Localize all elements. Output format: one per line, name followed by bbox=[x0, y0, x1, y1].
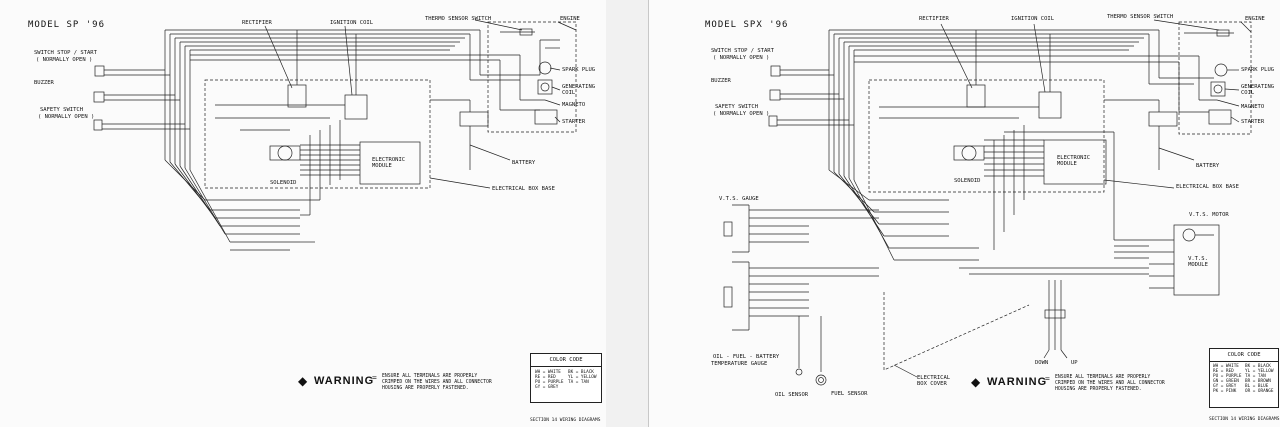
starter-label: STARTER bbox=[1241, 119, 1265, 125]
spark-plug-label: SPARK PLUG bbox=[562, 67, 596, 73]
color-code-entry: BL = BLUE bbox=[1245, 384, 1269, 389]
oil-sensor-label: OIL SENSOR bbox=[775, 392, 809, 398]
electrical-box-base-label: ELECTRICAL BOX BASE bbox=[492, 186, 555, 192]
warning-diamond-icon: ◆ bbox=[298, 374, 308, 388]
vts-module-label: V.T.S. MODULE bbox=[1188, 256, 1208, 268]
fuel-sensor-label: FUEL SENSOR bbox=[831, 391, 868, 397]
electrical-box-base-outline bbox=[204, 79, 431, 189]
page-right: MODEL SPX '96 RECTIFIER IGNITION COIL TH… bbox=[648, 0, 1280, 427]
warning-heading: WARNING bbox=[314, 375, 375, 387]
diagram-title: MODEL SP '96 bbox=[28, 20, 106, 30]
page-footer: SECTION 14 WIRING DIAGRAMS bbox=[530, 418, 601, 423]
color-code-entry: WH = WHITE bbox=[535, 370, 561, 375]
page-left: MODEL SP '96 RECTIFIER IGNITION COIL THE… bbox=[0, 0, 607, 427]
color-code-box: COLOR CODE WH = WHITE RE = RED PU = PURP… bbox=[1209, 348, 1279, 408]
wiring-diagram-spx bbox=[723, 19, 1252, 386]
vts-motor-label: V.T.S. MOTOR bbox=[1189, 212, 1229, 218]
temperature-gauge-label: TEMPERATURE GAUGE bbox=[711, 361, 768, 367]
warning-equals: = bbox=[1045, 374, 1050, 383]
normally-open-label-1: ( NORMALLY OPEN ) bbox=[36, 57, 93, 63]
color-code-entry: OR = ORANGE bbox=[1245, 389, 1274, 394]
warning-line-1: ENSURE ALL TERMINALS ARE PROPERLY bbox=[1055, 375, 1151, 380]
color-code-entry: TA = TAN bbox=[1245, 374, 1266, 379]
color-code-entry: BK = BLACK bbox=[568, 370, 594, 375]
electrical-box-base-outline bbox=[868, 79, 1105, 193]
color-code-entry: YL = YELLOW bbox=[568, 375, 597, 380]
magneto-label: MAGNETO bbox=[562, 102, 586, 108]
generating-coil-label: GENERATING COIL bbox=[562, 84, 596, 96]
color-code-entry: GY = GREY bbox=[1213, 384, 1237, 389]
color-code-title: COLOR CODE bbox=[1210, 349, 1278, 362]
oil-fuel-battery-label: OIL - FUEL - BATTERY bbox=[713, 354, 780, 360]
engine-outline bbox=[487, 21, 577, 133]
electrical-box-cover-outline bbox=[883, 292, 1030, 371]
color-code-entry: BR = BROWN bbox=[1245, 379, 1271, 384]
diagram-title: MODEL SPX '96 bbox=[705, 20, 789, 30]
thermo-sensor-switch-label: THERMO SENSOR SWITCH bbox=[1107, 14, 1174, 20]
down-label: DOWN bbox=[1035, 360, 1049, 366]
magneto-label: MAGNETO bbox=[1241, 104, 1265, 110]
buzzer-label: BUZZER bbox=[711, 78, 731, 84]
engine-label: ENGINE bbox=[560, 16, 580, 22]
color-code-entry: RE = RED bbox=[535, 375, 556, 380]
color-code-box: COLOR CODE WH = WHITE RE = RED PU = PURP… bbox=[530, 353, 602, 403]
warning-line-2: CRIMPED ON THE WIRES AND ALL CONNECTOR bbox=[1055, 381, 1165, 386]
page-footer: SECTION 14 WIRING DIAGRAMS bbox=[1209, 417, 1280, 422]
spark-plug-label: SPARK PLUG bbox=[1241, 67, 1275, 73]
electronic-module-label: ELECTRONIC MODULE bbox=[1057, 155, 1091, 167]
battery-label: BATTERY bbox=[1196, 163, 1220, 169]
normally-open-label-2: ( NORMALLY OPEN ) bbox=[38, 114, 95, 120]
warning-line-3: HOUSING ARE PROPERLY FASTENED. bbox=[382, 386, 469, 391]
ignition-coil-label: IGNITION COIL bbox=[1011, 16, 1055, 22]
electrical-box-cover-label: ELECTRICAL BOX COVER bbox=[917, 375, 951, 387]
warning-heading: WARNING bbox=[987, 376, 1048, 388]
color-code-entry: GN = GREEN bbox=[1213, 379, 1239, 384]
page-gutter bbox=[606, 0, 648, 427]
solenoid-label: SOLENOID bbox=[954, 178, 981, 184]
color-code-entry: PU = PURPLE bbox=[1213, 374, 1242, 379]
color-code-entry: PU = PURPLE bbox=[535, 380, 564, 385]
vts-gauge-label: V.T.S. GAUGE bbox=[719, 196, 759, 202]
color-code-title: COLOR CODE bbox=[531, 354, 601, 367]
up-label: UP bbox=[1071, 360, 1078, 366]
engine-label: ENGINE bbox=[1245, 16, 1265, 22]
rectifier-label: RECTIFIER bbox=[919, 16, 949, 22]
thermo-sensor-switch-label: THERMO SENSOR SWITCH bbox=[425, 16, 492, 22]
warning-equals: = bbox=[372, 373, 377, 382]
generating-coil-label: GENERATING COIL bbox=[1241, 84, 1275, 96]
solenoid-label: SOLENOID bbox=[270, 180, 297, 186]
safety-switch-label: SAFETY SWITCH bbox=[715, 104, 759, 110]
color-code-entry: WH = WHITE bbox=[1213, 364, 1239, 369]
warning-line-2: CRIMPED ON THE WIRES AND ALL CONNECTOR bbox=[382, 380, 492, 385]
starter-label: STARTER bbox=[562, 119, 586, 125]
ignition-coil-label: IGNITION COIL bbox=[330, 20, 374, 26]
color-code-entry: YL = YELLOW bbox=[1245, 369, 1274, 374]
color-code-entry: GY = GREY bbox=[535, 385, 559, 390]
warning-diamond-icon: ◆ bbox=[971, 375, 981, 389]
normally-open-label-2: ( NORMALLY OPEN ) bbox=[713, 111, 770, 117]
safety-switch-label: SAFETY SWITCH bbox=[40, 107, 84, 113]
electronic-module-label: ELECTRONIC MODULE bbox=[372, 157, 406, 169]
normally-open-label-1: ( NORMALLY OPEN ) bbox=[713, 55, 770, 61]
color-code-entry: RE = RED bbox=[1213, 369, 1234, 374]
warning-line-1: ENSURE ALL TERMINALS ARE PROPERLY bbox=[382, 374, 478, 379]
switch-stop-start-label: SWITCH STOP / START bbox=[34, 50, 97, 56]
color-code-entry: BK = BLACK bbox=[1245, 364, 1271, 369]
rectifier-label: RECTIFIER bbox=[242, 20, 272, 26]
warning-line-3: HOUSING ARE PROPERLY FASTENED. bbox=[1055, 387, 1142, 392]
switch-stop-start-label: SWITCH STOP / START bbox=[711, 48, 774, 54]
color-code-entry: TA = TAN bbox=[568, 380, 589, 385]
electrical-box-base-label: ELECTRICAL BOX BASE bbox=[1176, 184, 1239, 190]
color-code-entry: PK = PINK bbox=[1213, 389, 1237, 394]
wiring-diagram-sp bbox=[93, 19, 577, 251]
buzzer-label: BUZZER bbox=[34, 80, 54, 86]
battery-label: BATTERY bbox=[512, 160, 536, 166]
